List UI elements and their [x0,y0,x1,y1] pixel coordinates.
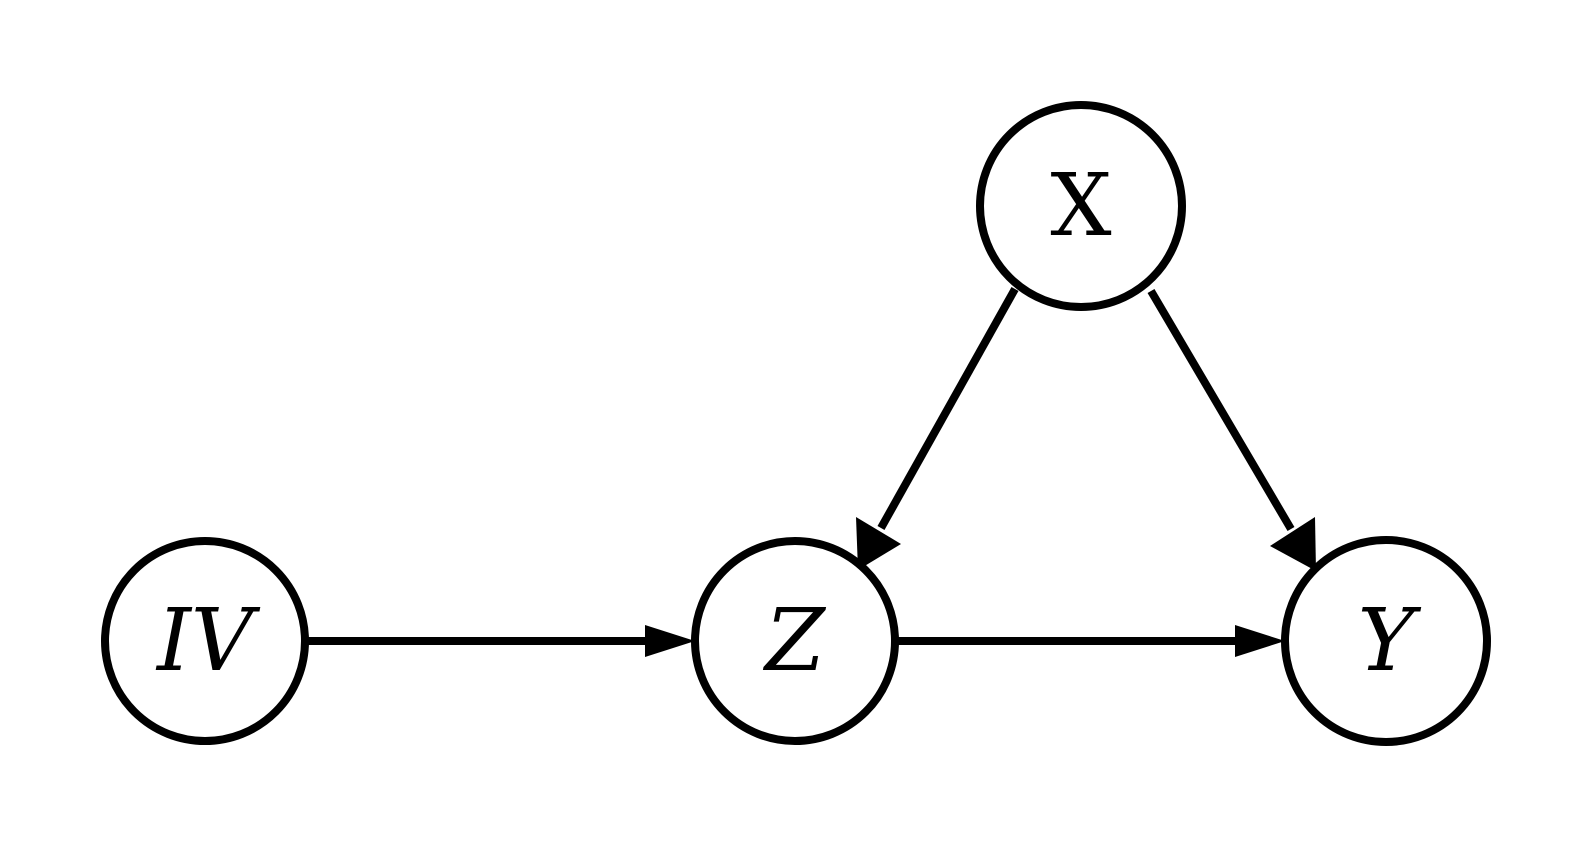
node-y[interactable]: Y [1281,536,1491,746]
edge-z-to-y-arrowhead [1235,625,1285,657]
edge-x-to-y[interactable] [1147,288,1316,571]
node-x-circle [976,101,1186,311]
node-z[interactable]: Z [691,537,899,745]
node-z-label: Z [762,591,826,691]
edge-x-to-z-arrowhead [856,517,901,570]
edge-x-to-y-line [1147,288,1295,532]
edge-z-to-y[interactable] [895,625,1285,657]
node-y-label: Y [1358,591,1422,691]
node-x[interactable]: X [976,101,1186,311]
node-z-circle [691,537,899,745]
node-iv-circle [101,537,309,745]
edge-x-to-y-arrowhead [1270,517,1316,571]
node-group: IV Z X Y [101,101,1491,746]
edge-x-to-z-line [877,287,1019,530]
edge-group [305,287,1316,657]
node-x-label: X [1050,156,1111,256]
node-iv-label: IV [155,591,261,691]
edge-x-to-z[interactable] [856,287,1019,570]
node-y-circle [1281,536,1491,746]
edge-iv-to-z-arrowhead [645,625,695,657]
node-iv[interactable]: IV [101,537,309,745]
edge-iv-to-z[interactable] [305,625,695,657]
